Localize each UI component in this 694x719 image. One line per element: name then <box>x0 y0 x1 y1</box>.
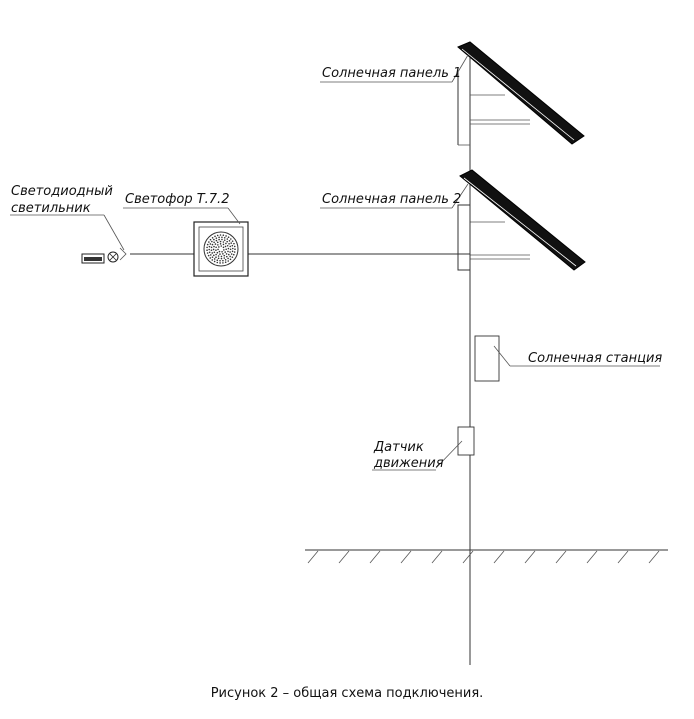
label-solar-station: Солнечная станция <box>528 351 662 366</box>
label-led-lamp-line1: Светодиодный <box>11 184 113 199</box>
ground-hatching <box>307 550 660 564</box>
pole <box>457 55 471 665</box>
traffic-light-led-dots <box>206 234 236 264</box>
led-lamp <box>81 247 127 264</box>
label-led-lamp-line2: светильник <box>11 201 91 216</box>
label-solar-panel-2: Солнечная панель 2 <box>322 192 461 207</box>
label-motion-sensor-line1: Датчик <box>373 440 424 455</box>
solar-panel-2 <box>457 169 586 271</box>
label-solar-panel-1: Солнечная панель 1 <box>322 66 461 81</box>
figure-caption: Рисунок 2 – общая схема подключения. <box>210 686 484 701</box>
motion-sensor <box>372 426 475 471</box>
ground <box>305 549 668 564</box>
label-traffic-light: Светофор Т.7.2 <box>125 192 229 207</box>
solar-panel-1 <box>457 41 585 146</box>
traffic-light <box>193 221 249 277</box>
label-motion-sensor-line2: движения <box>373 456 444 471</box>
solar-station-box <box>474 335 660 382</box>
